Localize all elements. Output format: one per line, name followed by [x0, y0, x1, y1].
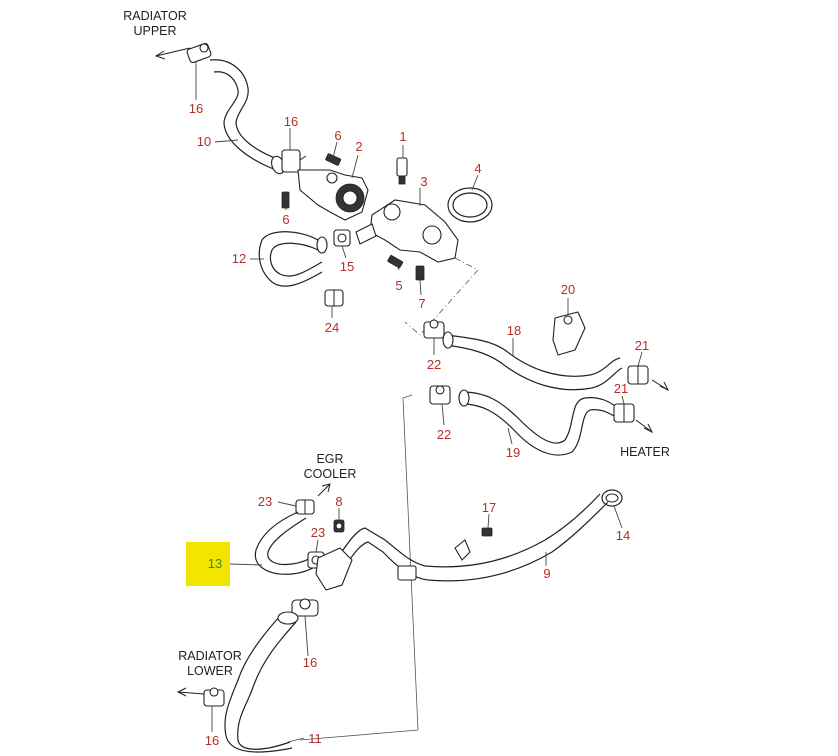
callout-7: 7: [418, 296, 425, 311]
callout-21-upper: 21: [635, 338, 649, 353]
radiator-lower-label-line2: LOWER: [187, 664, 233, 678]
callout-22-lower: 22: [437, 427, 451, 442]
clamp-16-lower: [203, 687, 225, 707]
callout-24: 24: [325, 320, 339, 335]
egr-cooler-arrow: [317, 483, 331, 497]
callout-21-lower: 21: [614, 381, 628, 396]
callout-11: 11: [308, 731, 322, 746]
radiator-lower-arrow: [176, 687, 205, 697]
oring-14: [601, 489, 623, 507]
egr-cooler-label-line2: COOLER: [304, 467, 357, 481]
clamp-21-lower: [613, 403, 635, 423]
bolt-6-lower: [281, 191, 290, 209]
callout-10: 10: [197, 134, 211, 149]
hose-10: [209, 59, 285, 175]
clamp-15: [333, 229, 351, 247]
bolt-17: [481, 527, 493, 537]
assembly-reference-lines: [299, 257, 479, 741]
bolt-5: [387, 255, 404, 269]
callout-6-top: 6: [334, 128, 341, 143]
heater-arrow-lower: [635, 419, 654, 434]
thermostat-housing-3: [355, 199, 459, 263]
bolt-7: [415, 265, 425, 281]
callout-6-bottom: 6: [282, 212, 289, 227]
clamp-16-top: [186, 42, 212, 64]
callout-16-pump: 16: [284, 114, 298, 129]
callout-14: 14: [616, 528, 630, 543]
callout-5: 5: [395, 278, 402, 293]
callout-2: 2: [355, 139, 362, 154]
callout-15: 15: [340, 259, 354, 274]
callout-13: 13: [208, 556, 222, 571]
highlight-box-13: [186, 542, 230, 586]
callout-18: 18: [507, 323, 521, 338]
radiator-upper-label-line1: RADIATOR: [123, 9, 186, 23]
heater-arrow-upper: [651, 379, 670, 392]
hose-13: [254, 511, 317, 575]
clamp-22-lower: [429, 385, 451, 405]
bolt-8: [333, 519, 345, 533]
bolt-6-upper: [325, 153, 342, 166]
hose-11: [224, 611, 299, 753]
clamp-16-lower-upper: [291, 598, 319, 617]
radiator-upper-arrow: [154, 47, 191, 60]
clamp-23-upper: [295, 499, 315, 515]
radiator-upper-label-line2: UPPER: [133, 24, 176, 38]
callout-23-upper: 23: [258, 494, 272, 509]
hose-18: [442, 331, 623, 391]
callout-12: 12: [232, 251, 246, 266]
hose-12: [258, 231, 328, 287]
callout-16-top: 16: [189, 101, 203, 116]
callout-20: 20: [561, 282, 575, 297]
callout-9: 9: [543, 566, 550, 581]
sensor-1: [396, 157, 408, 185]
callout-8: 8: [335, 494, 342, 509]
hose-19: [458, 389, 619, 456]
callout-19: 19: [506, 445, 520, 460]
callout-23-lower: 23: [311, 525, 325, 540]
callout-17: 17: [482, 500, 496, 515]
callout-4: 4: [474, 161, 481, 176]
leader-lines: [195, 62, 643, 743]
clamp-24: [324, 289, 344, 307]
heater-label: HEATER: [620, 445, 670, 459]
callout-1: 1: [399, 129, 406, 144]
clamp-16-pump: [281, 149, 307, 173]
egr-cooler-label-line1: EGR: [316, 452, 343, 466]
clamp-22-upper: [423, 319, 445, 339]
radiator-lower-label-line1: RADIATOR: [178, 649, 241, 663]
gasket-4: [447, 187, 493, 223]
callout-3: 3: [420, 174, 427, 189]
callout-22-upper: 22: [427, 357, 441, 372]
callout-16-lower-upper: 16: [303, 655, 317, 670]
pipe-9: [315, 493, 609, 591]
water-pump-2: [297, 169, 369, 221]
bracket-20: [552, 311, 586, 356]
clamp-21-upper: [627, 365, 649, 385]
callout-16-lower: 16: [205, 733, 219, 748]
